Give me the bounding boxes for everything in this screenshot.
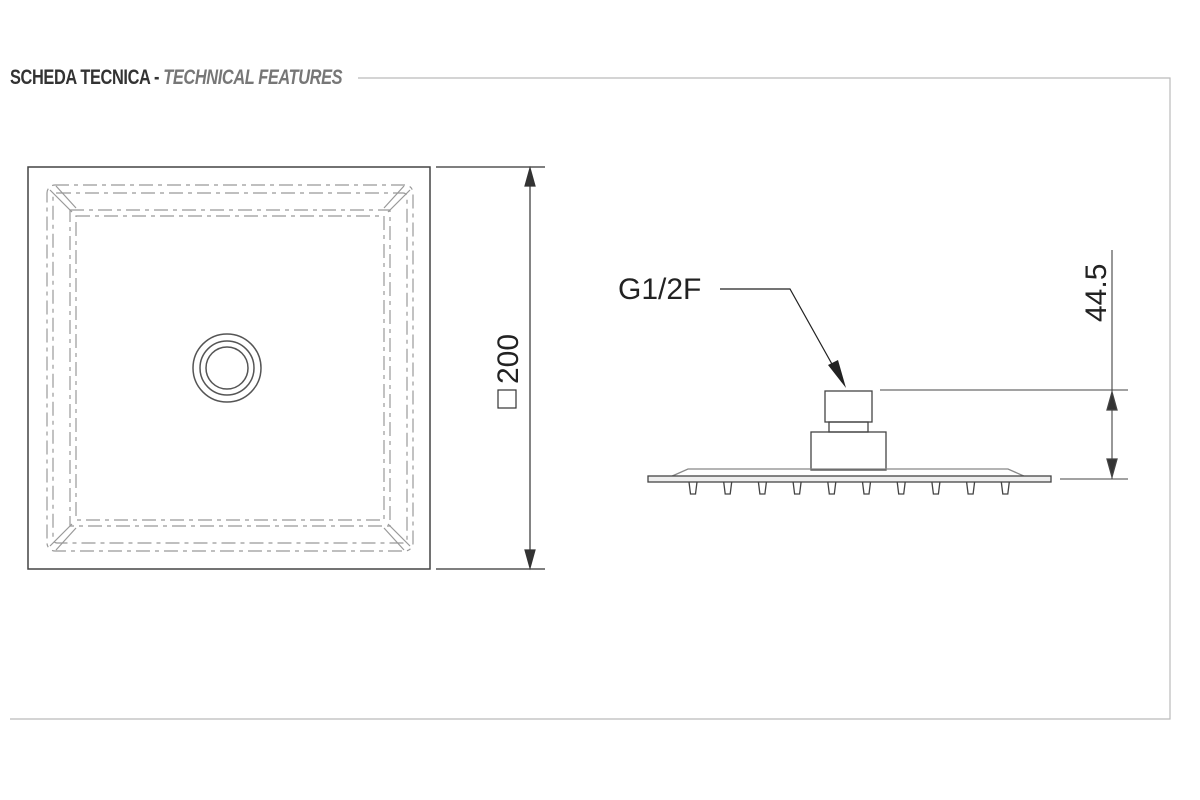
- outer-square: [27, 166, 431, 570]
- nozzles: [688, 481, 1010, 495]
- nozzle: [688, 481, 698, 495]
- nozzle: [723, 481, 733, 495]
- leader-line: [720, 288, 843, 383]
- connector-base: [810, 431, 887, 471]
- square-dimension-symbol: [497, 389, 517, 409]
- page-frame: [10, 77, 1171, 720]
- connector-nut: [824, 390, 873, 423]
- nozzle: [931, 481, 941, 495]
- dimension-200-label: 200: [492, 334, 525, 384]
- nozzle: [861, 481, 872, 495]
- height-dimension-label: 44.5: [1080, 264, 1113, 322]
- shower-plate: [647, 475, 1052, 483]
- page-title: SCHEDA TECNICA - TECHNICAL FEATURES: [10, 66, 343, 90]
- nozzle: [896, 481, 906, 495]
- leader-arrow-icon: [828, 360, 846, 388]
- nozzle: [792, 481, 802, 495]
- center-fitting: [192, 333, 262, 403]
- nozzle: [965, 481, 976, 495]
- title-italian: SCHEDA TECNICA: [10, 66, 150, 89]
- connection-label: G1/2F: [618, 273, 701, 306]
- title-separator: -: [149, 66, 164, 89]
- dimension-200: [436, 165, 545, 571]
- title-english: TECHNICAL FEATURES: [163, 66, 343, 89]
- side-view: [647, 250, 1128, 495]
- top-view: 200: [27, 165, 545, 571]
- nozzle: [827, 481, 837, 495]
- nozzle: [1000, 481, 1010, 495]
- nozzle: [757, 481, 768, 495]
